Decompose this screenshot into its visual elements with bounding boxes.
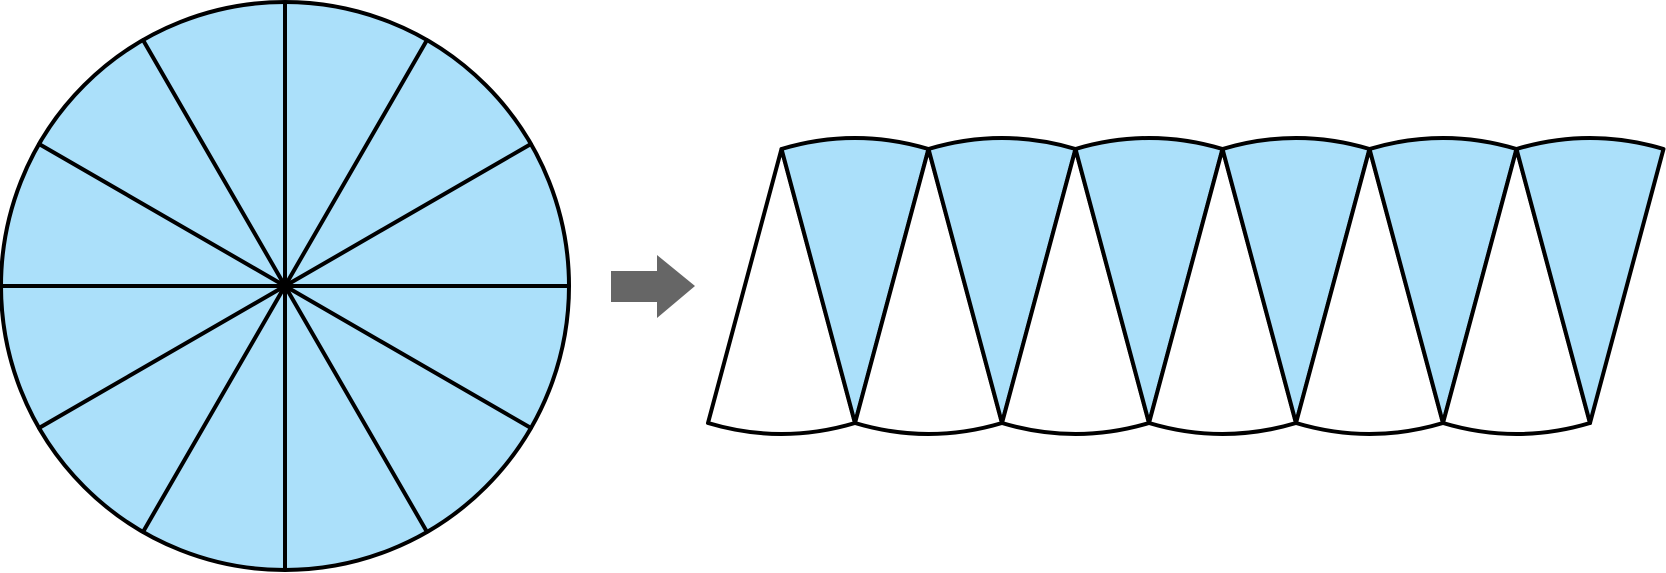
sector-divider-line xyxy=(283,284,533,430)
right-arrow-icon xyxy=(611,255,695,318)
sector-empty xyxy=(706,147,857,436)
sector-filled xyxy=(1367,136,1519,425)
arrow-shape xyxy=(611,255,695,318)
sector-divider-line xyxy=(141,38,287,288)
sector-divider-line xyxy=(283,38,429,288)
sector-filled xyxy=(779,136,931,425)
sector-divider-line xyxy=(37,284,287,430)
divided-circle xyxy=(0,0,571,572)
sector-divider-line xyxy=(283,284,429,534)
sector-filled xyxy=(926,136,1078,425)
sector-empty xyxy=(853,147,1004,436)
sector-filled xyxy=(1220,136,1372,425)
sector-empty xyxy=(1441,147,1592,436)
sector-empty xyxy=(1147,147,1298,436)
sector-filled xyxy=(1514,136,1666,425)
sector-filled xyxy=(1073,136,1225,425)
sector-empty xyxy=(1000,147,1151,436)
sector-divider-line xyxy=(141,284,287,534)
sector-empty xyxy=(1294,147,1445,436)
rearranged-sectors xyxy=(706,136,1666,436)
circle-center-dot xyxy=(280,281,290,291)
sector-divider-line xyxy=(283,142,533,288)
sector-divider-line xyxy=(37,142,287,288)
